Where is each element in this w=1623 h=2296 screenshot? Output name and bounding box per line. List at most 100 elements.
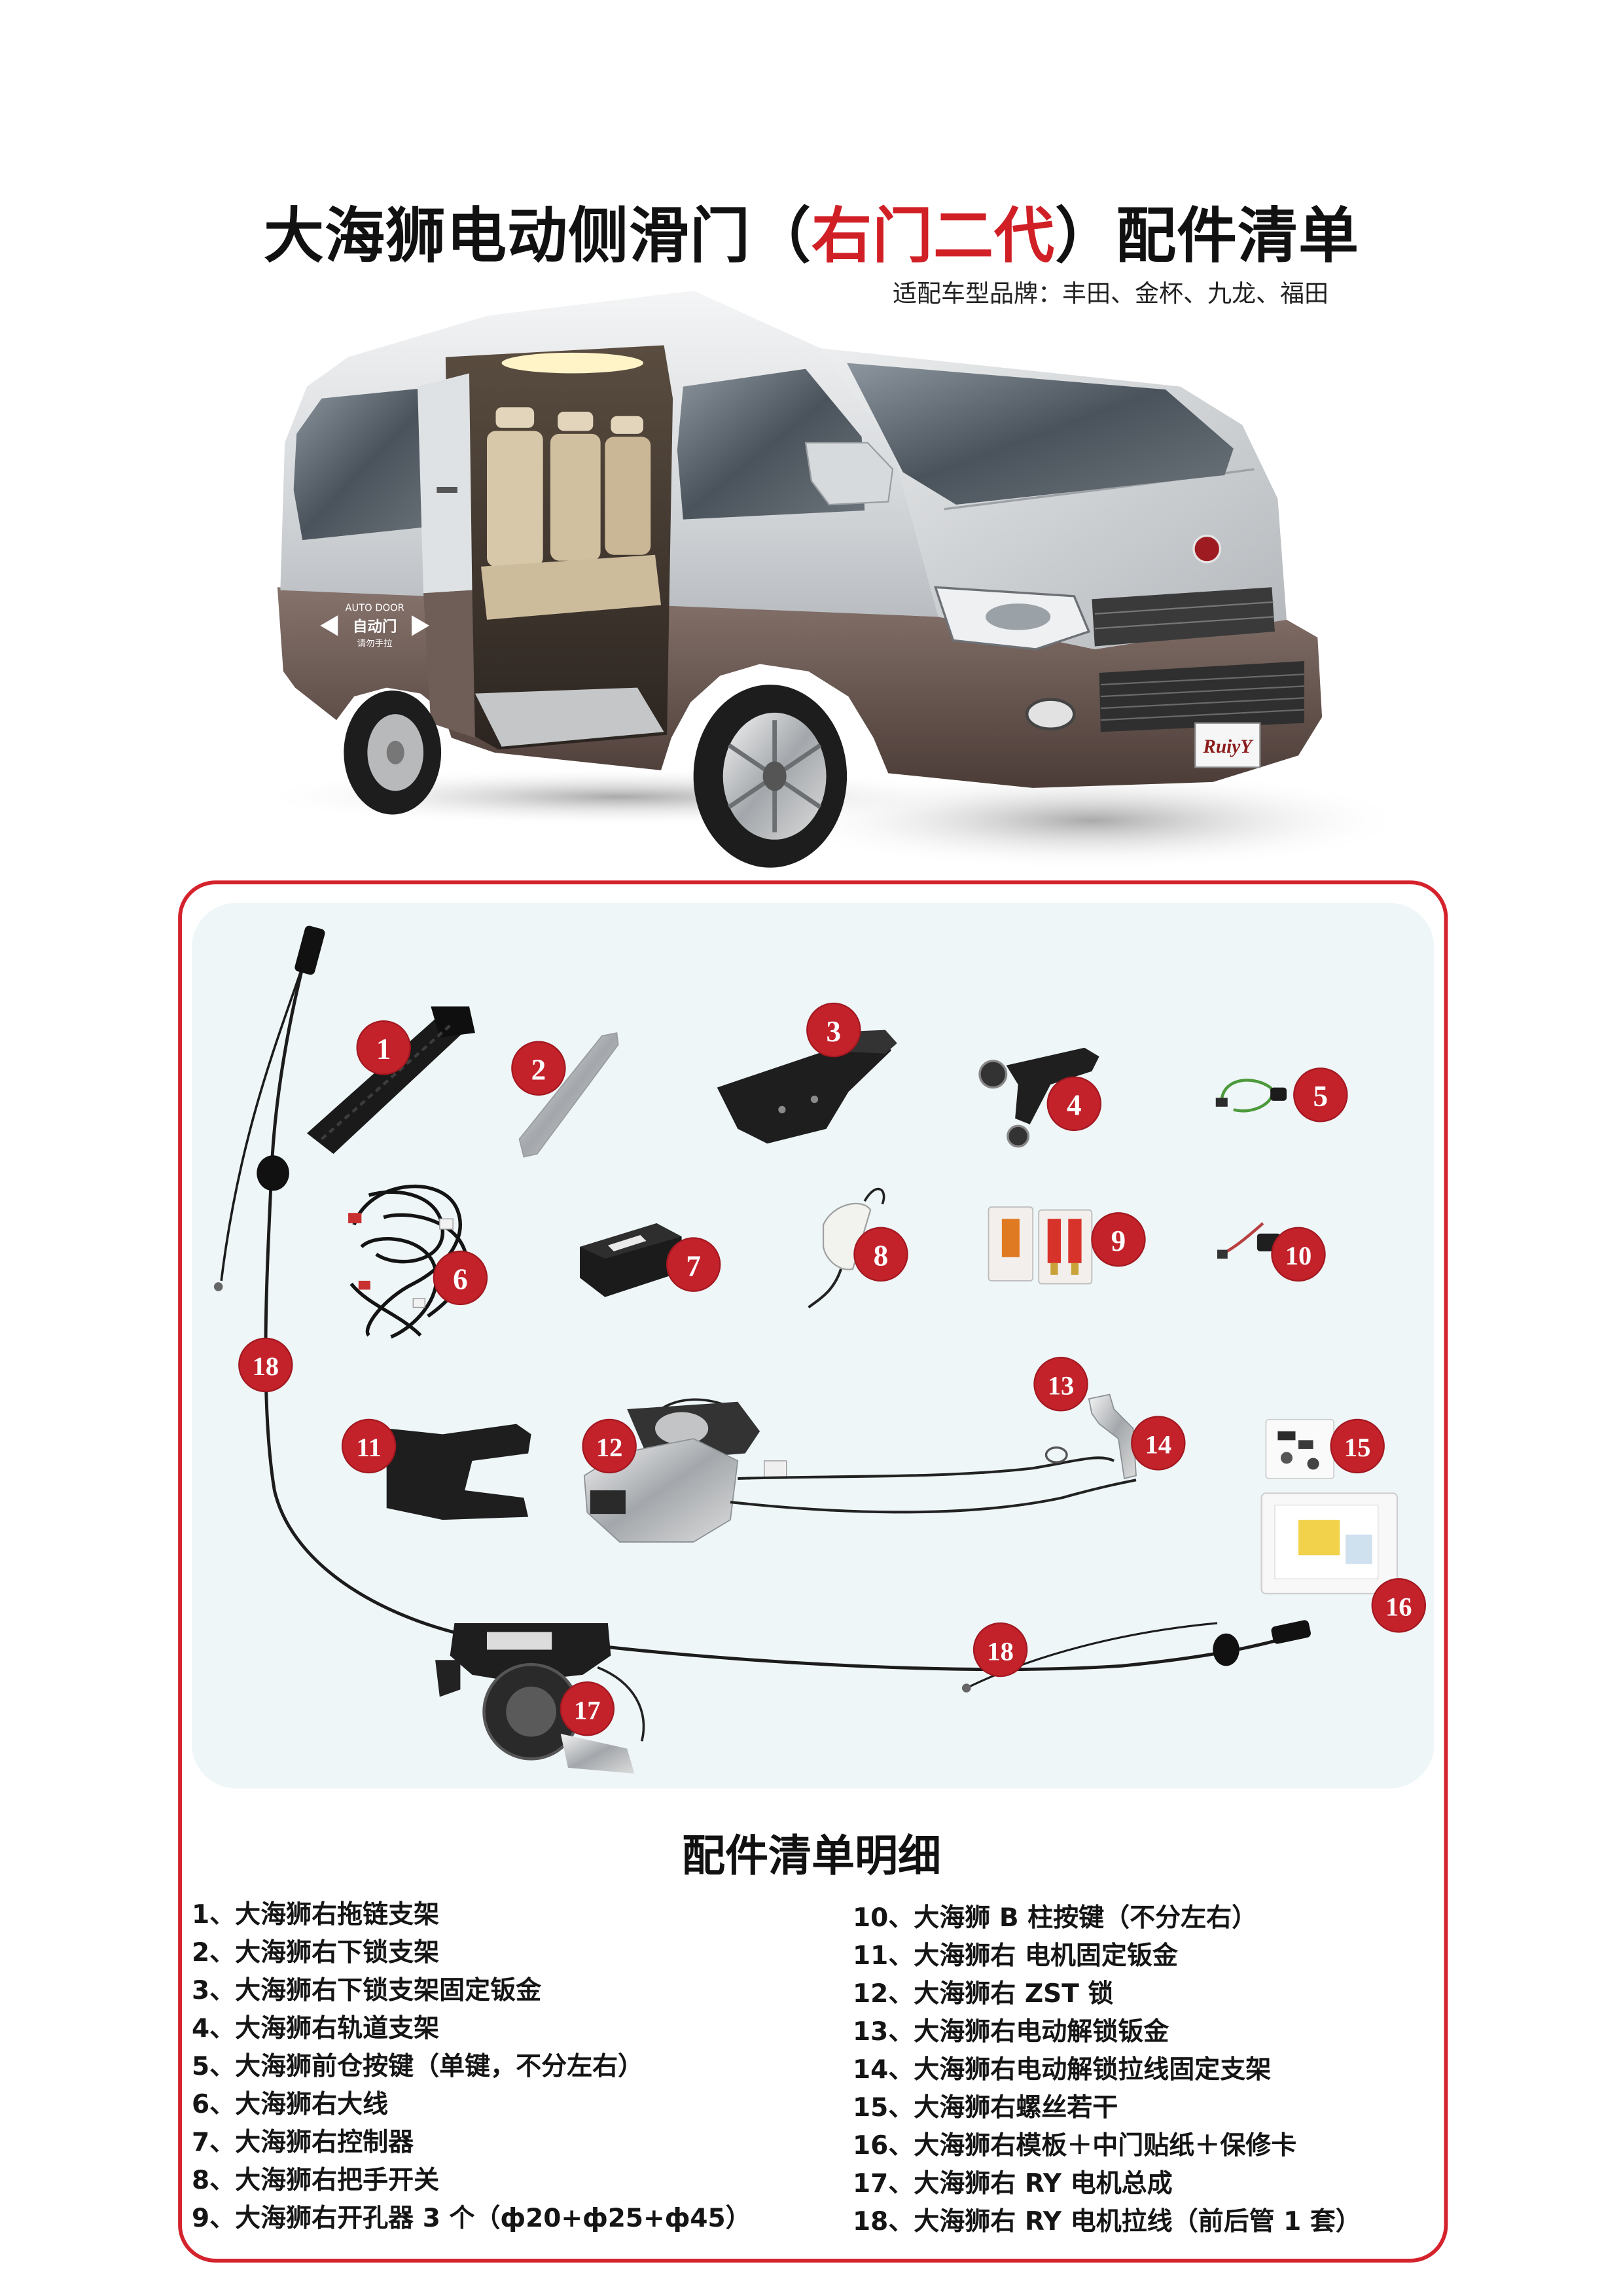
badge-circle	[238, 1337, 293, 1393]
plate-hole	[810, 1095, 819, 1103]
list-item: 2、大海狮右下锁支架	[192, 1938, 440, 1967]
badge-11: 11	[341, 1418, 397, 1474]
badge-circle	[560, 1681, 615, 1736]
license-plate-frame	[1194, 722, 1261, 768]
motor-gear	[506, 1686, 556, 1737]
cable-grommet-left	[257, 1155, 289, 1191]
badge-5: 5	[1293, 1067, 1348, 1122]
compatible-brands: 适配车型品牌：丰田、金杯、九龙、福田	[893, 279, 1329, 308]
badge-18-left: 18	[238, 1337, 293, 1393]
parts-list-left: 1、大海狮右拖链支架 2、大海狮右下锁支架 3、大海狮右下锁支架固定钣金 4、大…	[192, 1896, 751, 2238]
badge-12: 12	[582, 1418, 637, 1474]
harness-connector-red	[348, 1213, 362, 1223]
badge-6: 6	[433, 1250, 488, 1306]
grille-slat	[1100, 685, 1305, 698]
badge-13: 13	[1033, 1357, 1088, 1412]
front-hub	[762, 761, 787, 791]
badge-number: 4	[1067, 1089, 1082, 1122]
part-7-controller	[580, 1223, 682, 1297]
badge-circle	[433, 1250, 488, 1306]
grille-slat	[1100, 673, 1305, 686]
list-item: 5、大海狮前仓按键（单键，不分左右）	[192, 2052, 644, 2081]
grille-slat	[1100, 709, 1305, 721]
screws-bag	[1265, 1418, 1335, 1479]
badge-circle	[1131, 1416, 1186, 1471]
motor-wire	[597, 1666, 645, 1742]
seat-headrest-3	[611, 416, 643, 434]
badge-number: 11	[356, 1433, 381, 1462]
badge-17: 17	[560, 1681, 615, 1736]
lock-cable	[738, 1456, 1115, 1480]
track-roller-bottom	[1007, 1124, 1030, 1148]
badge-circle	[511, 1041, 566, 1096]
page-title: 大海狮电动侧滑门（右门二代）配件清单	[0, 187, 1623, 274]
motor-bracket-tab	[435, 1660, 461, 1697]
handle-switch-wire	[863, 1187, 885, 1205]
list-item: 3、大海狮右下锁支架固定钣金	[192, 1976, 542, 2005]
harness-connector-red	[358, 1280, 370, 1290]
unlock-cable-clip	[1044, 1446, 1068, 1463]
track-roller-top	[978, 1060, 1008, 1089]
list-item: 10、大海狮 B 柱按键（不分左右）	[853, 1903, 1258, 1933]
part-11-motor-bracket	[386, 1424, 531, 1520]
badge-4: 4	[1046, 1076, 1102, 1132]
harness-connector-white	[412, 1298, 425, 1308]
rear-wheel	[344, 691, 442, 815]
motor-bracket-window	[487, 1632, 552, 1650]
badge-number: 6	[453, 1263, 468, 1296]
rear-hub	[386, 740, 404, 764]
parts-list-right: 10、大海狮 B 柱按键（不分左右） 11、大海狮右 电机固定钣金 12、大海狮…	[853, 1899, 1361, 2241]
badge-number: 13	[1048, 1371, 1075, 1400]
part-15-screws	[1265, 1418, 1335, 1479]
title-prefix: 大海狮电动侧滑门（	[263, 201, 812, 271]
part-17-ry-motor-assembly	[435, 1623, 645, 1774]
handle-switch-body	[822, 1202, 872, 1270]
handle-switch-cable	[808, 1268, 843, 1309]
drag-chain-bar	[306, 1012, 469, 1155]
list-item: 7、大海狮右控制器	[192, 2128, 414, 2157]
badge-circle	[666, 1237, 721, 1292]
part-14-unlock-cable-bracket	[1044, 1446, 1068, 1463]
badge-circle	[356, 1020, 411, 1075]
hole-saw-2	[1047, 1219, 1061, 1263]
list-item: 8、大海狮右把手开关	[192, 2166, 440, 2195]
list-item: 6、大海狮右大线	[192, 2090, 389, 2119]
sliding-door-upper	[418, 373, 473, 594]
track-bracket-body	[1006, 1047, 1099, 1124]
badge-circle	[1091, 1212, 1146, 1267]
decal-left-arrow	[320, 615, 338, 636]
hole-saw-shank	[1071, 1263, 1079, 1275]
van-windshield	[847, 363, 1234, 505]
door-step	[474, 687, 664, 747]
decal-note: 请勿手拉	[357, 638, 393, 649]
list-item: 18、大海狮右 RY 电机拉线（前后管 1 套）	[853, 2207, 1361, 2236]
list-item: 16、大海狮右模板＋中门贴纸＋保修卡	[853, 2131, 1297, 2161]
badge-number: 16	[1385, 1592, 1412, 1622]
van-side-mirror	[804, 442, 894, 506]
drag-chain-highlight	[320, 1024, 452, 1141]
badge-number: 3	[827, 1015, 842, 1048]
list-item: 4、大海狮右轨道支架	[192, 2014, 440, 2043]
van-rear-window	[293, 386, 443, 541]
plate-hole	[778, 1105, 786, 1114]
screw	[1298, 1440, 1313, 1449]
part-1-drag-chain-bracket	[306, 1006, 475, 1155]
motor-cylinder	[560, 1734, 635, 1774]
grille-slat	[1094, 616, 1274, 630]
badge-circle	[1033, 1357, 1088, 1412]
button-connector	[1270, 1087, 1287, 1101]
badge-circle	[341, 1418, 397, 1474]
list-item: 12、大海狮右 ZST 锁	[853, 1979, 1114, 2009]
part-6-wire-harness	[348, 1184, 469, 1339]
badge-circle	[582, 1418, 637, 1474]
badge-number: 15	[1344, 1433, 1371, 1462]
badge-number: 17	[574, 1695, 601, 1725]
plate-body	[717, 1037, 891, 1144]
badge-10: 10	[1271, 1227, 1326, 1282]
sliding-door-lower	[423, 590, 475, 738]
badge-circle	[1371, 1578, 1427, 1633]
grille-slat	[1094, 601, 1274, 615]
part-13-unlock-bracket	[1088, 1393, 1137, 1480]
harness-wires	[349, 1184, 469, 1339]
badge-8: 8	[853, 1227, 908, 1282]
